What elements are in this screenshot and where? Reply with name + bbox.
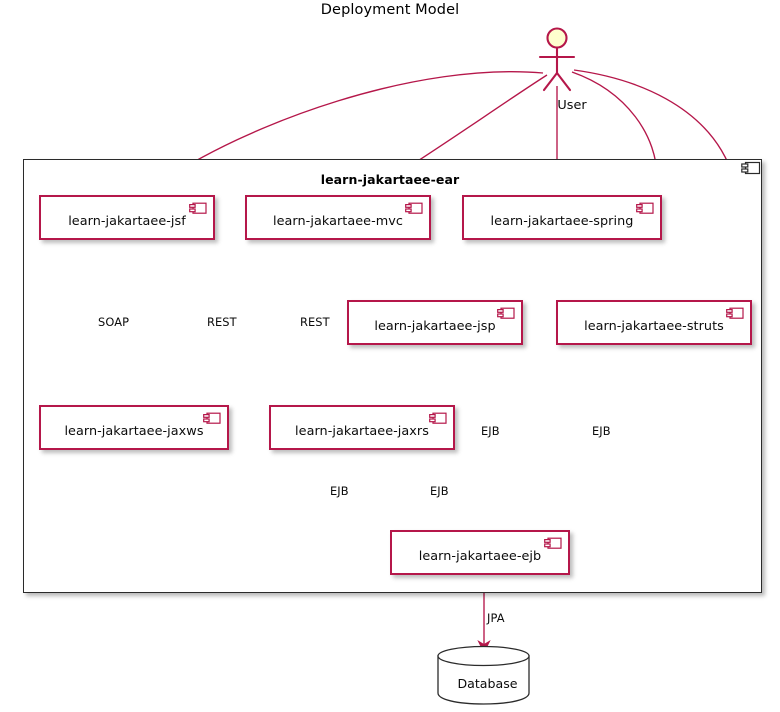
component-label: learn-jakartaee-jsf bbox=[68, 213, 186, 229]
edge-label-rest-mvc: REST bbox=[207, 315, 237, 329]
component-icon bbox=[544, 537, 562, 549]
actor-stick-figure-icon bbox=[538, 27, 576, 92]
database-node[interactable] bbox=[430, 645, 545, 707]
database-cylinder-icon bbox=[437, 645, 530, 705]
edge-label-ejb-jaxws: EJB bbox=[330, 484, 349, 498]
edge-label-rest-spring: REST bbox=[300, 315, 330, 329]
component-icon bbox=[636, 202, 654, 214]
edge-label-ejb-struts: EJB bbox=[592, 424, 611, 438]
component-icon bbox=[429, 412, 447, 424]
component-icon bbox=[726, 307, 744, 319]
component-icon bbox=[405, 202, 423, 214]
component-label: learn-jakartaee-struts bbox=[584, 318, 724, 334]
component-learn-jakartaee-jaxws[interactable]: learn-jakartaee-jaxws bbox=[39, 405, 229, 450]
component-learn-jakartaee-spring[interactable]: learn-jakartaee-spring bbox=[462, 195, 662, 240]
component-learn-jakartaee-struts[interactable]: learn-jakartaee-struts bbox=[556, 300, 752, 345]
edge-label-jpa: JPA bbox=[487, 611, 505, 625]
component-learn-jakartaee-jaxrs[interactable]: learn-jakartaee-jaxrs bbox=[269, 405, 455, 450]
component-label: learn-jakartaee-jaxws bbox=[64, 423, 204, 439]
edge-label-soap: SOAP bbox=[98, 315, 130, 329]
page-title: Deployment Model bbox=[320, 2, 460, 18]
component-label: learn-jakartaee-jsp bbox=[374, 318, 496, 334]
component-label: learn-jakartaee-spring bbox=[490, 213, 634, 229]
actor-user[interactable] bbox=[527, 26, 617, 116]
actor-label: User bbox=[557, 98, 587, 113]
edge-label-ejb-jsp: EJB bbox=[481, 424, 500, 438]
component-learn-jakartaee-ejb[interactable]: learn-jakartaee-ejb bbox=[390, 530, 570, 575]
component-label: learn-jakartaee-ejb bbox=[418, 548, 542, 564]
edge-label-ejb-jaxrs: EJB bbox=[430, 484, 449, 498]
component-icon bbox=[741, 161, 761, 175]
component-label: learn-jakartaee-mvc bbox=[273, 213, 403, 229]
component-learn-jakartaee-jsp[interactable]: learn-jakartaee-jsp bbox=[347, 300, 523, 345]
component-icon bbox=[189, 202, 207, 214]
component-icon bbox=[203, 412, 221, 424]
component-learn-jakartaee-jsf[interactable]: learn-jakartaee-jsf bbox=[39, 195, 215, 240]
component-learn-jakartaee-mvc[interactable]: learn-jakartaee-mvc bbox=[245, 195, 431, 240]
component-label: learn-jakartaee-jaxrs bbox=[295, 423, 429, 439]
package-label: learn-jakartaee-ear bbox=[320, 172, 460, 187]
component-icon bbox=[497, 307, 515, 319]
database-label: Database bbox=[457, 676, 518, 691]
